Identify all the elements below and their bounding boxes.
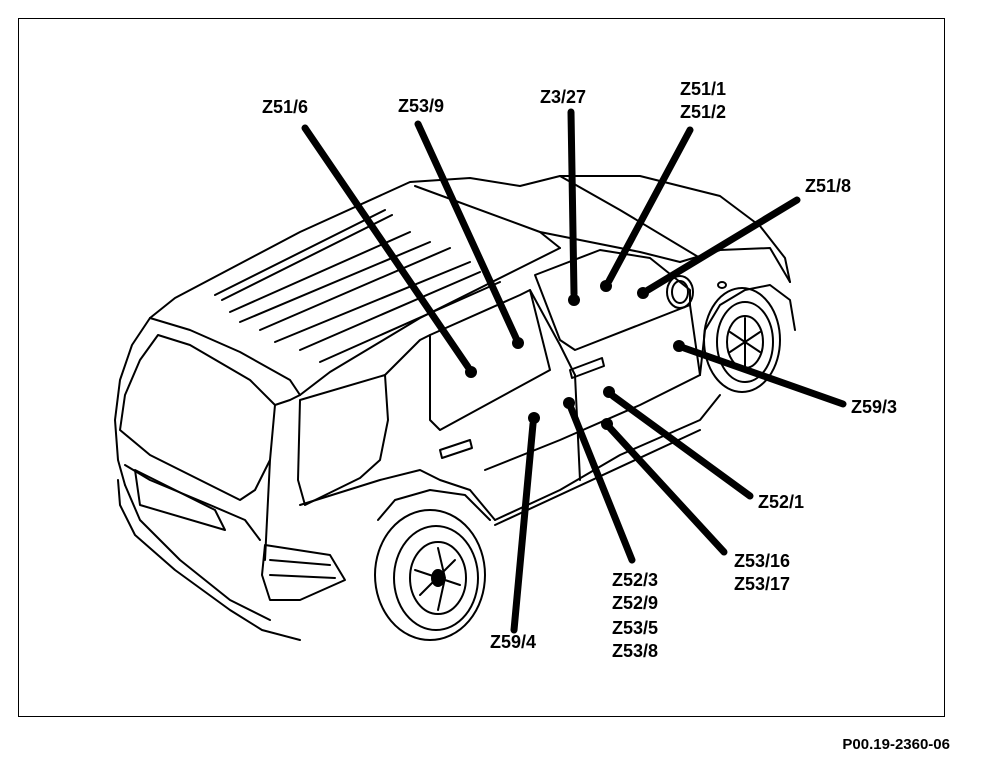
label-z52-3: Z52/3	[612, 570, 658, 590]
label-z53-5: Z53/5	[612, 618, 658, 638]
leader-z51-6	[301, 124, 472, 371]
leader-z53-16	[606, 424, 728, 556]
figure-reference: P00.19-2360-06	[842, 736, 950, 753]
leader-z59-4	[510, 420, 537, 634]
labels: Z51/6 Z53/9 Z3/27 Z51/1 Z51/2 Z51/8 Z59/…	[262, 79, 897, 661]
leader-lines	[301, 108, 847, 634]
vehicle-outline	[114, 175, 796, 641]
rear-wheel	[374, 509, 486, 641]
label-z3-27: Z3/27	[540, 87, 586, 107]
leader-z51-1	[605, 126, 694, 285]
front-wheel	[703, 287, 781, 393]
point-z3-27	[568, 294, 580, 306]
label-z53-17: Z53/17	[734, 574, 790, 594]
label-z59-3: Z59/3	[851, 397, 897, 417]
leader-z51-8	[644, 196, 801, 294]
point-z59-4	[528, 412, 540, 424]
diagram-frame	[18, 18, 945, 717]
label-z59-4: Z59/4	[490, 632, 536, 652]
label-z53-8: Z53/8	[612, 641, 658, 661]
leader-z52-1	[609, 392, 754, 500]
leader-z53-9	[414, 120, 520, 342]
label-z51-2: Z51/2	[680, 102, 726, 122]
label-z51-8: Z51/8	[805, 176, 851, 196]
label-z51-1: Z51/1	[680, 79, 726, 99]
label-z52-1: Z52/1	[758, 492, 804, 512]
connector-points	[465, 280, 685, 430]
leader-z52-3	[567, 404, 636, 564]
leader-z3-27	[567, 108, 578, 298]
label-z53-16: Z53/16	[734, 551, 790, 571]
leader-z59-3	[680, 344, 847, 408]
roof-rails	[214, 209, 501, 363]
label-z52-9: Z52/9	[612, 593, 658, 613]
label-z53-9: Z53/9	[398, 96, 444, 116]
label-z51-6: Z51/6	[262, 97, 308, 117]
